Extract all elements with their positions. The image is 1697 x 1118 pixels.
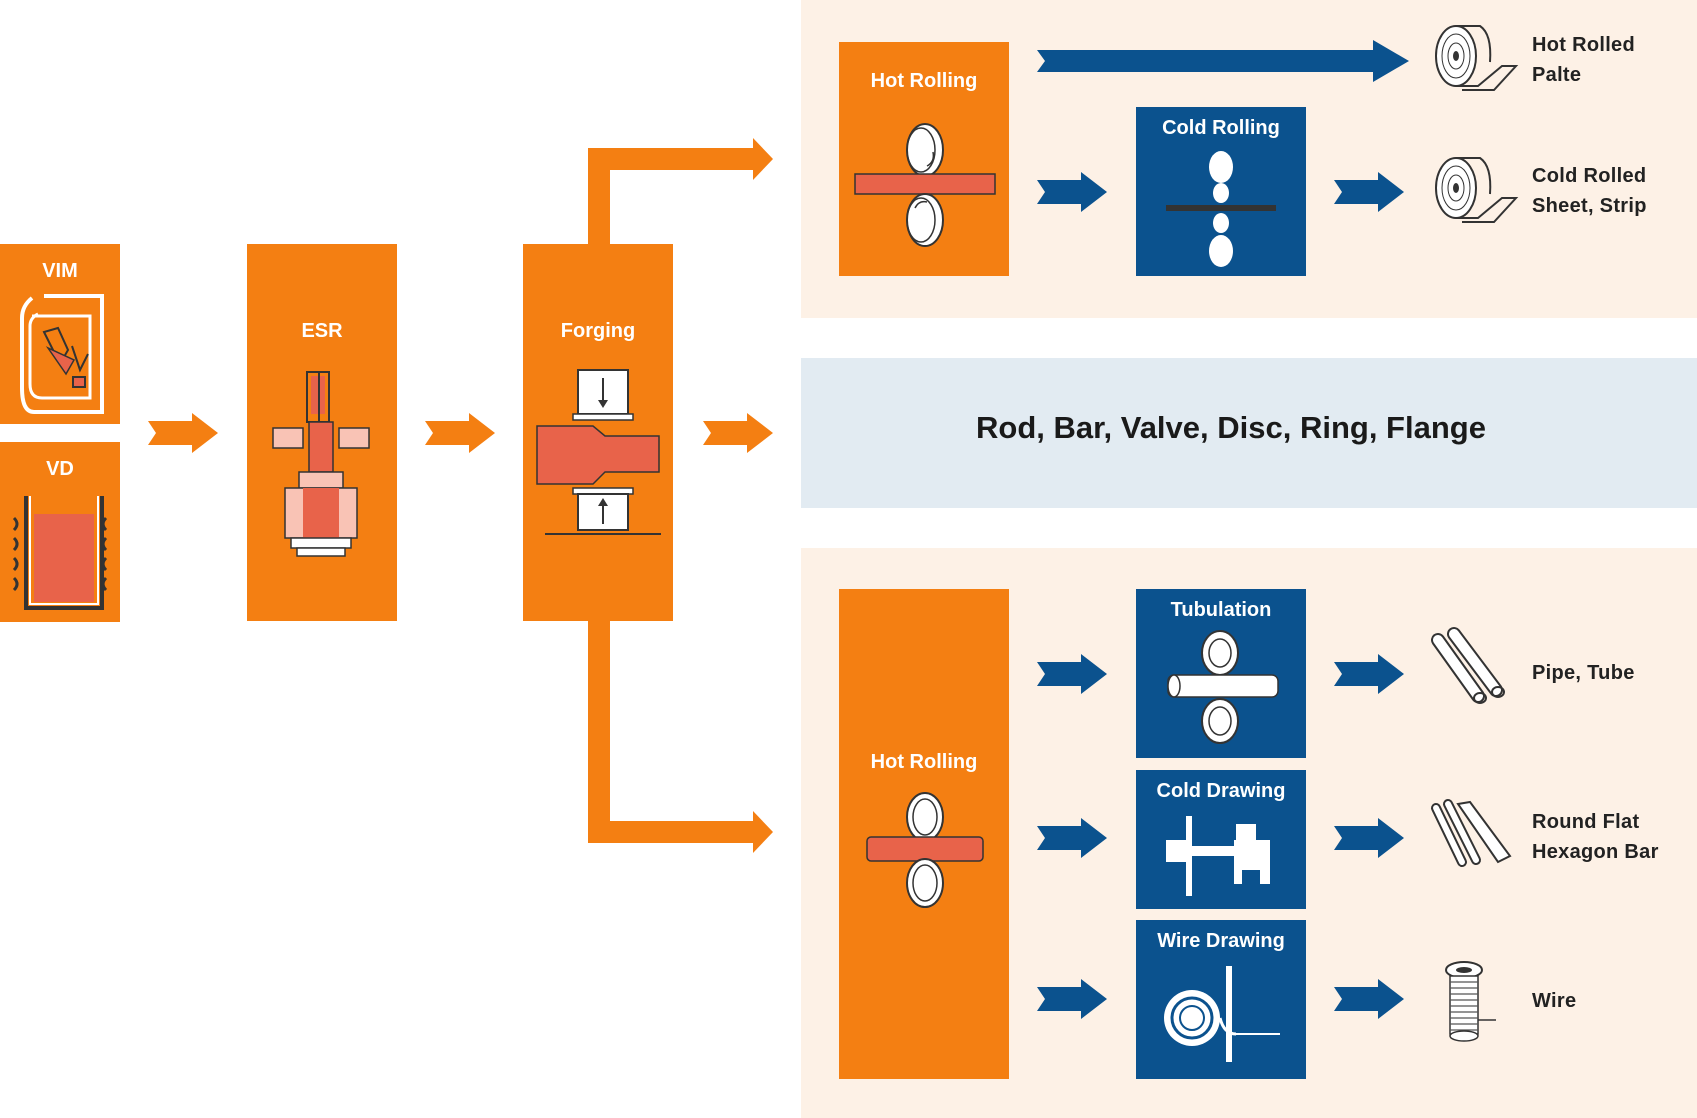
tubulation-label: Tubulation: [1170, 599, 1272, 621]
arrow-to-wire: [1334, 979, 1404, 1019]
arrow-to-cold-drawing: [1037, 818, 1107, 858]
esr-label: ESR: [301, 320, 343, 342]
cold-rolling-mill-icon: [1166, 151, 1276, 267]
arrow-to-pipe: [1334, 654, 1404, 694]
rolling-mill-icon: [866, 792, 984, 908]
forging-box: Forging: [523, 244, 673, 621]
vim-box: VIM: [0, 244, 120, 424]
bar-line-1: Round Flat: [1532, 811, 1640, 833]
wire-drawing-box: Wire Drawing: [1136, 920, 1306, 1079]
vim-label: VIM: [42, 260, 78, 282]
pipe-tube-label: Pipe, Tube: [1532, 658, 1635, 688]
wire-text: Wire: [1532, 990, 1577, 1012]
hot-rolled-line-2: Palte: [1532, 64, 1582, 86]
coil-sheet-icon: [1435, 157, 1519, 223]
arrow-to-cold-rolling: [1037, 172, 1107, 212]
drawing-die-icon: [1166, 816, 1270, 896]
vd-label: VD: [46, 458, 74, 480]
cold-drawing-label: Cold Drawing: [1156, 780, 1286, 802]
vim-furnace-icon: [20, 294, 104, 414]
bottom-hot-rolling-box: Hot Rolling: [839, 589, 1009, 1079]
top-hot-rolling-box: Hot Rolling: [839, 42, 1009, 276]
wire-spool-icon: [1445, 961, 1496, 1042]
esr-box: ESR: [247, 244, 397, 621]
cold-rolled-line-2: Sheet, Strip: [1532, 195, 1647, 217]
forging-label: Forging: [560, 320, 636, 342]
cold-rolling-label: Cold Rolling: [1162, 117, 1280, 139]
arrow-to-cold-rolled-sheet: [1334, 172, 1404, 212]
esr-remelting-icon: [272, 371, 370, 557]
hot-rolled-plate-label: Hot Rolled Palte: [1532, 30, 1635, 90]
arrow-to-tubulation: [1037, 654, 1107, 694]
pipe-tube-text: Pipe, Tube: [1532, 662, 1635, 684]
arrow-melt-to-esr: [148, 413, 218, 453]
coil-plate-icon: [1435, 25, 1519, 91]
cold-rolled-sheet-label: Cold Rolled Sheet, Strip: [1532, 161, 1647, 221]
arrow-forging-to-products: [703, 413, 773, 453]
top-hot-rolling-label: Hot Rolling: [870, 70, 978, 92]
tubulation-box: Tubulation: [1136, 589, 1306, 758]
middle-branch-panel: [801, 358, 1697, 508]
wire-drawing-icon: [1164, 966, 1280, 1062]
cold-rolled-line-1: Cold Rolled: [1532, 165, 1647, 187]
arrow-esr-to-forging: [425, 413, 495, 453]
forging-press-icon: [536, 369, 661, 535]
bar-line-2: Hexagon Bar: [1532, 841, 1659, 863]
cold-drawing-box: Cold Drawing: [1136, 770, 1306, 909]
wire-label: Wire: [1532, 986, 1576, 1016]
arrow-to-bar: [1334, 818, 1404, 858]
bars-icon: [1431, 799, 1512, 867]
pipes-icon: [1431, 627, 1505, 704]
round-flat-hexagon-bar-label: Round Flat Hexagon Bar: [1532, 807, 1659, 867]
cold-rolling-box: Cold Rolling: [1136, 107, 1306, 276]
hot-rolled-line-1: Hot Rolled: [1532, 34, 1635, 56]
arrow-to-wire-drawing: [1037, 979, 1107, 1019]
bottom-hot-rolling-label: Hot Rolling: [870, 751, 978, 773]
rolling-mill-icon: [854, 123, 996, 247]
vd-box: VD: [0, 442, 120, 622]
middle-products-label: Rod, Bar, Valve, Disc, Ring, Flange: [976, 410, 1486, 445]
tube-mill-icon: [1167, 630, 1279, 744]
wire-drawing-label: Wire Drawing: [1157, 930, 1285, 952]
vd-vessel-icon: [12, 496, 108, 610]
arrow-hot-rolled-plate: [1037, 40, 1409, 82]
